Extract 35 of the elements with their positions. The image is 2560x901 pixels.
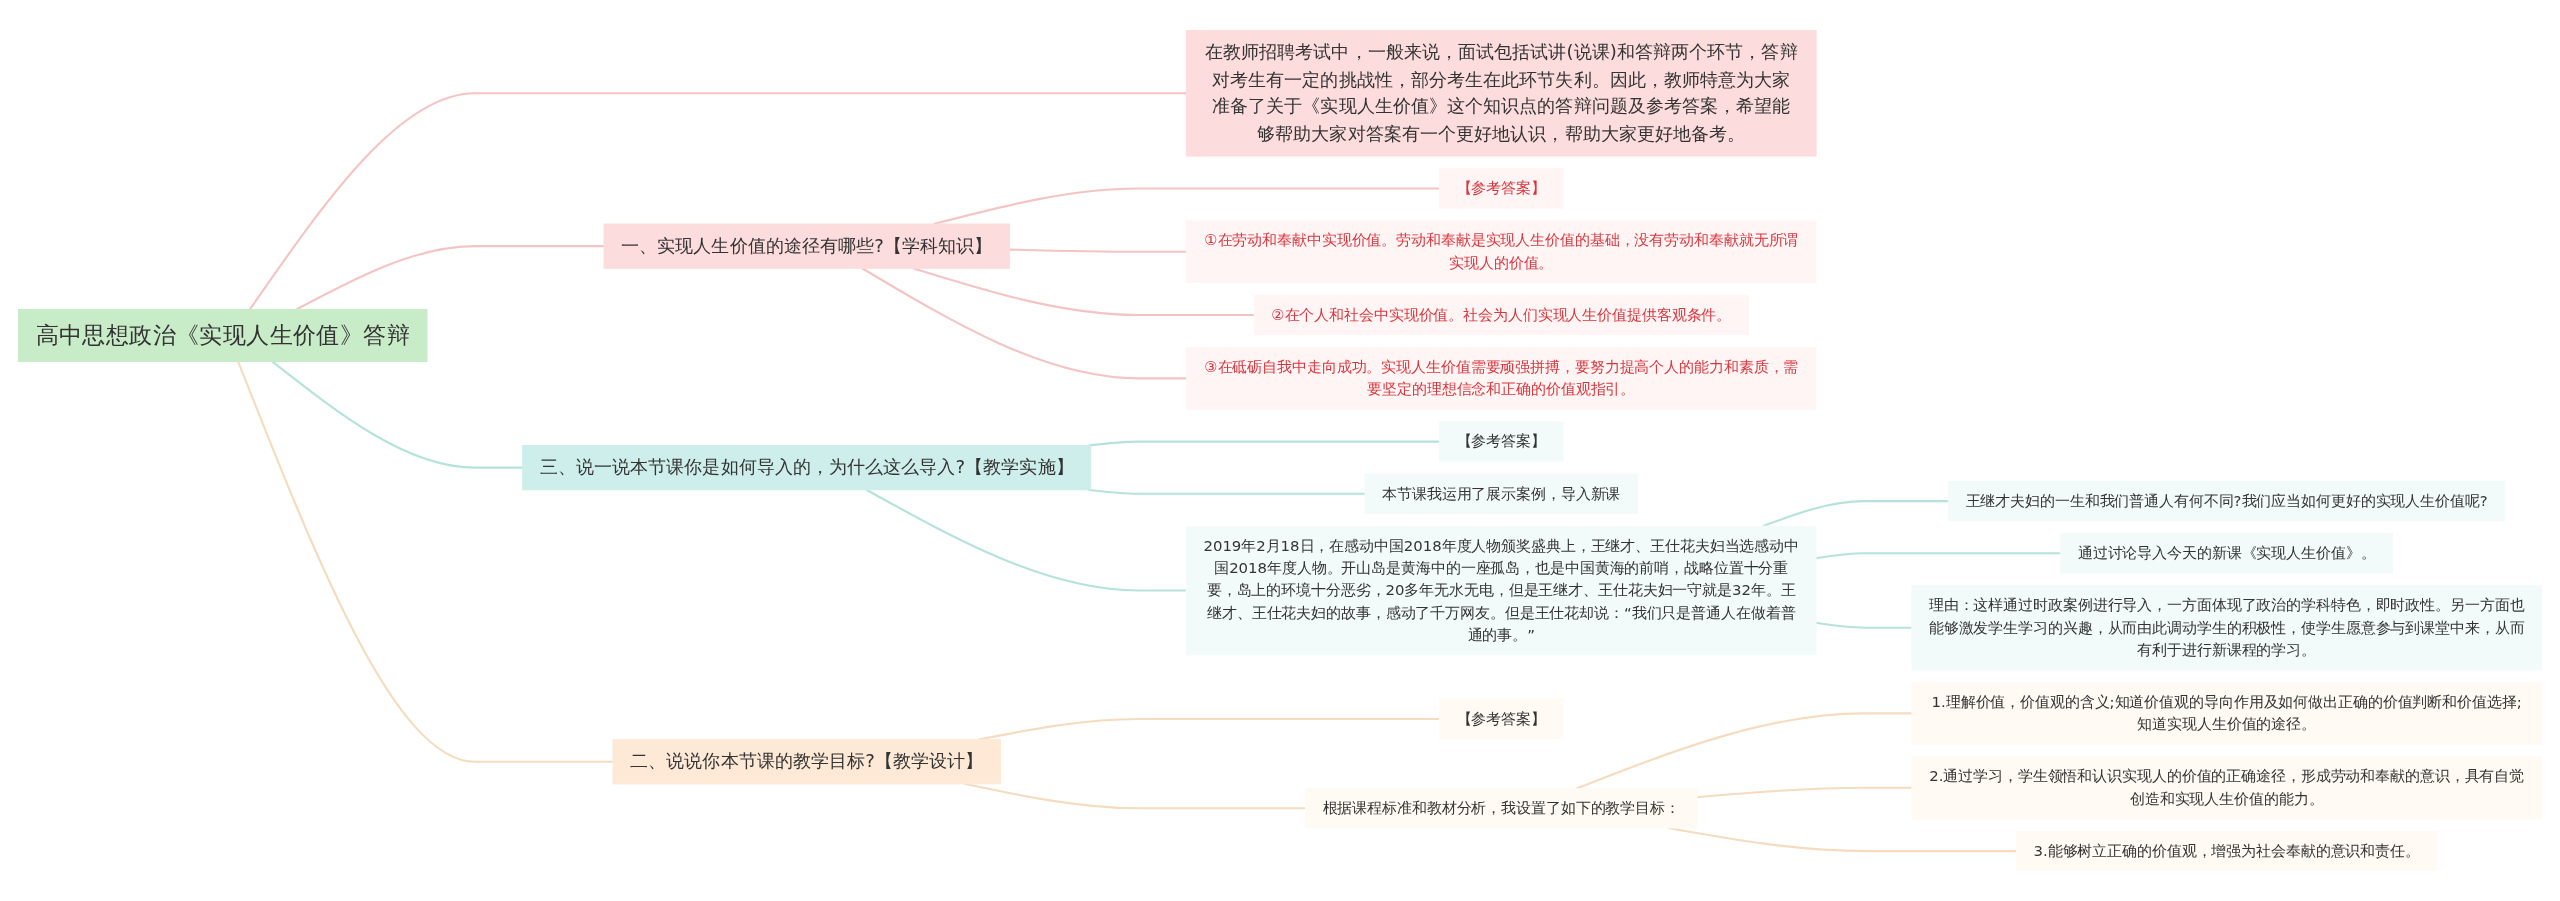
node-box <box>1439 421 1564 462</box>
node-box <box>1439 168 1564 209</box>
connector <box>963 782 1306 810</box>
node-box <box>1439 698 1564 739</box>
connector <box>295 244 605 311</box>
connector <box>1696 786 1912 799</box>
node-box <box>1911 585 2542 671</box>
node-box <box>1253 294 1749 336</box>
node-box <box>18 308 428 362</box>
node-box <box>1185 29 1817 157</box>
node-box <box>1305 787 1698 829</box>
connector <box>249 92 1187 310</box>
node-box <box>522 444 1092 491</box>
connector <box>865 488 1187 592</box>
connector <box>1762 499 1949 527</box>
node-box <box>1911 756 2542 820</box>
node-box <box>1185 525 1817 656</box>
node-box <box>1185 220 1817 283</box>
connector <box>237 361 614 763</box>
connector <box>1009 248 1187 253</box>
node-box <box>1364 473 1638 514</box>
connector <box>912 267 1255 316</box>
node-box <box>1911 681 2542 745</box>
connector <box>1087 488 1366 495</box>
connector <box>271 360 523 469</box>
connector <box>861 267 1187 380</box>
node-box <box>1948 480 2506 522</box>
mind-map: 高中思想政治《实现人生价值》答辩 在教师招聘考试中，一般来说，面试包括试讲(说课)和答辩两个环节，答辩对考生有一定的挑战性，部分考生在此环节失利。因此，教师特意为大家准备了关于《实现人生价值》这个知识点的答辩问题及参考答案，希望能够帮助大家对答案有一个更好地认识，帮助大家更好地备考。 一、实现人生价值的途径有哪些?【学科知识】 【参考答案】 ①在劳动和奉献中实现价值。劳动和奉献是实现人生价值的基础，没有劳动和奉献就无所谓实现人的价值。 ②在个人和社会中实现价值。社会为人们实现人生价值提供客观条件。 ③在砥砺自我中走向成功。实现人生价值需要顽强拼搏，要努力提高个人的能力和素质，需要坚定的理想信念和正确的价值观指引。 三、说一说本节课你是如何导入的，为什么这么导入?【教学实施】 【参考答案】 本节课我运用了展示案例，导入新课 2019年2月18日，在感动中国2018年度人物颁奖盛典上，王继才、王仕花夫妇当选感动中国2018年度人物。开山岛是黄海中的一座孤岛，也是中国黄海的前哨，战略位置十分重要，岛上的环境十分恶劣，20多年无水无电，但是王继才、王仕花夫妇一守就是32年。王继才、王仕花夫妇的故事，感动了千万网友。但是王仕花却说：“我们只是普通人在做着普通的事。” 王继才夫妇的一生和我们普通人有何不同?我们应当如何更好的实现人生价值呢? 通过讨论导入今天的新课《实现人生价值》。 理由：这样通过时政案例进行导入，一方面体现了政治的学科特色，即时政性。另一方面也能够激发学生学习的兴趣，从而由此调动学生的积极性，使学生愿意参与到课堂中来，从而有利于进行新课程的学习。 二、说说你本节课的教学目标?【教学设计】 【参考答案】 根据课程标准和教材分析，我设置了如下的教学目标： 1.理解价值，价值观的含义;知道价值观的导向作用及如何做出正确的价值判断和价值选择;知道实现人生价值的途径。 2.通过学习，学生领悟和认识实现人的价值的正确途径，形成劳动和奉献的意识，具有自觉创造和实现人生价值的能力。 3.能够树立正确的价值观，增强为社会奉献的意识和责任。 <box>10 21 2550 880</box>
node-box <box>2060 532 2394 574</box>
node-box <box>2015 830 2438 872</box>
node-box <box>1185 346 1817 410</box>
node-box <box>603 223 1010 269</box>
node-box <box>612 739 1001 785</box>
connector <box>1087 440 1440 447</box>
connector <box>1576 712 1912 790</box>
